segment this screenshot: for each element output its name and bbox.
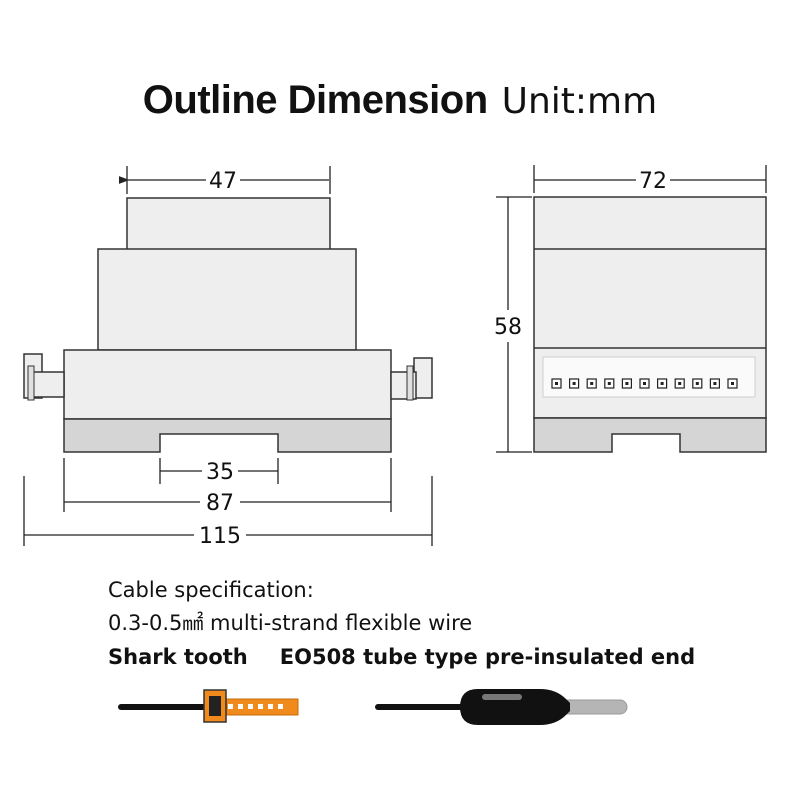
terminal-screw: [731, 382, 734, 385]
side-width-value: 72: [639, 169, 667, 194]
terminal-screw: [678, 382, 682, 385]
base-width-value: 87: [206, 491, 234, 516]
side-view: [533, 196, 767, 453]
terminal-types-line: Shark tooth EO508 tube type pre-insulated…: [108, 645, 695, 669]
rail-width-value: 35: [206, 460, 234, 485]
dimension-overall-width: 115: [23, 476, 433, 549]
side-height-value: 58: [494, 315, 522, 340]
overall-width-value: 115: [199, 524, 241, 549]
terminal-screw: [590, 382, 594, 385]
dimension-side-height: 58: [494, 196, 532, 453]
page-heading: Outline Dimension Unit:mm: [0, 78, 800, 123]
terminal-screw: [643, 382, 646, 385]
front-base-housing: [63, 349, 392, 420]
shark-tooth-terminal-icon: [118, 689, 299, 723]
page-title: Outline Dimension: [142, 78, 488, 122]
cable-spec-heading: Cable specification:: [108, 578, 314, 602]
terminal-screw: [660, 382, 664, 385]
cable-spec-detail: 0.3-0.5㎟ multi-strand flexible wire: [108, 611, 473, 635]
dimension-base-width: 87: [63, 458, 392, 516]
terminal-screw: [607, 382, 611, 385]
terminal-screw: [572, 382, 576, 385]
tube-ferrule-terminal-icon: [375, 689, 628, 725]
dimension-side-width: 72: [533, 165, 767, 194]
terminal-holes: [551, 378, 738, 389]
terminal-strip: [542, 356, 756, 398]
terminal-screw: [555, 382, 558, 385]
tube-ferrule-label: EO508 tube type pre-insulated end: [279, 645, 696, 669]
front-middle-housing: [97, 248, 357, 351]
unit-label: Unit:mm: [501, 81, 658, 122]
front-din-rail-foot: [63, 418, 392, 453]
terminal-screw: [695, 382, 699, 385]
terminal-screw: [625, 382, 629, 385]
right-din-clip: [390, 357, 433, 401]
dimension-rail-width: 35: [159, 458, 279, 485]
front-top-cap: [126, 197, 331, 251]
top-width-value: 47: [209, 169, 237, 194]
shark-tooth-label: Shark tooth: [108, 645, 248, 669]
dimension-top-width: 47: [118, 166, 331, 194]
side-din-rail-foot: [533, 417, 767, 453]
terminal-screw: [713, 382, 717, 385]
left-din-clip: [23, 353, 65, 401]
front-view: [23, 197, 433, 453]
